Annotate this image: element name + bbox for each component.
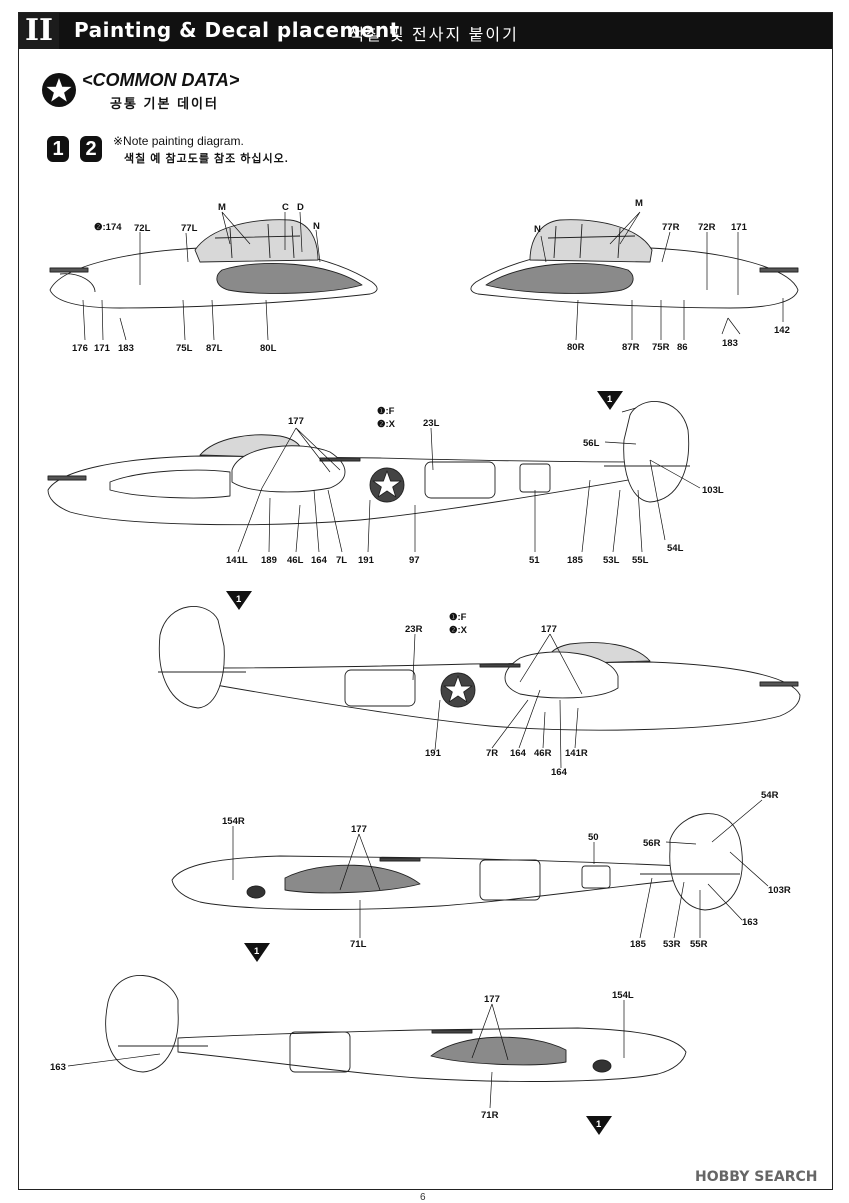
marker-triangle-2: [226, 591, 252, 610]
marker-triangle-1: [597, 391, 623, 410]
callout: 53R: [663, 939, 681, 950]
callout: 50: [588, 832, 599, 843]
callout: 164: [551, 767, 568, 778]
callout: 191: [358, 555, 375, 566]
callout: 54R: [761, 790, 779, 801]
callout: 23R: [405, 624, 423, 635]
callout: 142: [774, 325, 790, 336]
callout: 75R: [652, 342, 670, 353]
step-1-badge: 1: [47, 136, 69, 162]
marker-number-2: 1: [236, 594, 242, 605]
callout: 163: [742, 917, 758, 928]
star-icon: [42, 73, 76, 107]
callout: 141R: [565, 748, 588, 759]
callout: 185: [630, 939, 647, 950]
callout: ❷:X: [377, 419, 396, 430]
callout: 141L: [226, 555, 248, 566]
callout: 46R: [534, 748, 552, 759]
callout: 71L: [350, 939, 367, 950]
common-data-title: <COMMON DATA>: [82, 70, 240, 90]
callout: M: [218, 202, 226, 213]
callout: 80L: [260, 343, 277, 354]
nose-right-view: [470, 219, 799, 309]
callout: 171: [94, 343, 111, 354]
callout: 71R: [481, 1110, 499, 1121]
note-text: ※Note painting diagram.: [113, 134, 244, 148]
callout: 23L: [423, 418, 440, 429]
nose-left-view: [49, 219, 378, 309]
callout: 171: [731, 222, 748, 233]
callout: 87L: [206, 343, 223, 354]
callout: 183: [118, 343, 134, 354]
common-data-title-korean: 공통 기본 데이터: [110, 96, 219, 111]
callout: N: [313, 221, 320, 232]
callout: 185: [567, 555, 584, 566]
section-title-korean: 색칠 및 전사지 붙이기: [349, 27, 519, 44]
callout: 7L: [336, 555, 347, 566]
marker-number-3: 1: [254, 946, 260, 957]
callout: 97: [409, 555, 420, 566]
callout: M: [635, 198, 643, 209]
callout: 77R: [662, 222, 680, 233]
callout: 56L: [583, 438, 600, 449]
note-text-korean: 색칠 예 참고도를 참조 하십시오.: [124, 153, 289, 165]
callout: C: [282, 202, 289, 213]
callout: D: [297, 202, 304, 213]
marker-number-4: 1: [596, 1119, 602, 1130]
callout: 191: [425, 748, 442, 759]
callout: 55R: [690, 939, 708, 950]
callout: 53L: [603, 555, 620, 566]
callout: ❷:X: [449, 625, 468, 636]
callout: 177: [484, 994, 500, 1005]
callout: 75L: [176, 343, 193, 354]
callout: ❶:F: [449, 612, 467, 623]
marker-triangle-4: [586, 1116, 612, 1135]
callout: 7R: [486, 748, 498, 759]
callout: 177: [541, 624, 557, 635]
callout: 56R: [643, 838, 661, 849]
bottom-view: [105, 975, 687, 1082]
callout: 164: [311, 555, 328, 566]
callout: 177: [351, 824, 367, 835]
callout: 176: [72, 343, 88, 354]
section-number: II: [19, 13, 59, 49]
step-2-badge: 2: [80, 136, 102, 162]
callout: 154L: [612, 990, 634, 1001]
callout: ❶:F: [377, 406, 395, 417]
callout: N: [534, 224, 541, 235]
top-view: [171, 813, 743, 911]
callout: 86: [677, 342, 688, 353]
callout: 55L: [632, 555, 649, 566]
callout: 72R: [698, 222, 716, 233]
callout: 46L: [287, 555, 304, 566]
callout: 154R: [222, 816, 245, 827]
callout: 80R: [567, 342, 585, 353]
section-header: II Painting & Decal placement 색칠 및 전사지 붙…: [19, 13, 832, 49]
callout: 163: [50, 1062, 66, 1073]
side-right-view: [158, 606, 801, 731]
callout: 183: [722, 338, 738, 349]
page-number: 6: [420, 1192, 426, 1203]
callout: 103R: [768, 885, 791, 896]
callout: 177: [288, 416, 304, 427]
callout: 164: [510, 748, 527, 759]
callout: 77L: [181, 223, 198, 234]
callout: ❷:174: [94, 222, 122, 233]
callout: 72L: [134, 223, 151, 234]
page-frame: [18, 12, 833, 1190]
side-left-view: [47, 401, 690, 526]
watermark: HOBBY SEARCH: [695, 1169, 818, 1185]
callout: 189: [261, 555, 277, 566]
marker-number-1: 1: [607, 394, 613, 405]
section-title: Painting & Decal placement: [74, 18, 400, 42]
callout: 87R: [622, 342, 640, 353]
callout: 51: [529, 555, 540, 566]
marker-triangle-3: [244, 943, 270, 962]
callout: 54L: [667, 543, 684, 554]
callout: 103L: [702, 485, 724, 496]
